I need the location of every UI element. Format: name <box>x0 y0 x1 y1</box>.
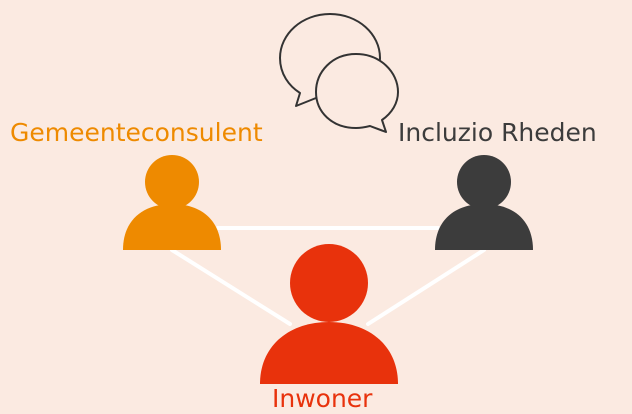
role-label-gemeenteconsulent: Gemeenteconsulent <box>10 118 263 147</box>
connector-line-incluzio-inwoner <box>366 248 486 326</box>
person-icon-inwoner <box>260 244 398 384</box>
role-label-incluzio-rheden: Incluzio Rheden <box>398 118 597 147</box>
chat-bubbles-icon <box>279 13 399 133</box>
person-icon-incluzio <box>435 155 533 250</box>
connector-line-consultant-inwoner <box>170 248 292 326</box>
role-label-inwoner: Inwoner <box>272 384 373 413</box>
person-icon-consultant <box>123 155 221 250</box>
